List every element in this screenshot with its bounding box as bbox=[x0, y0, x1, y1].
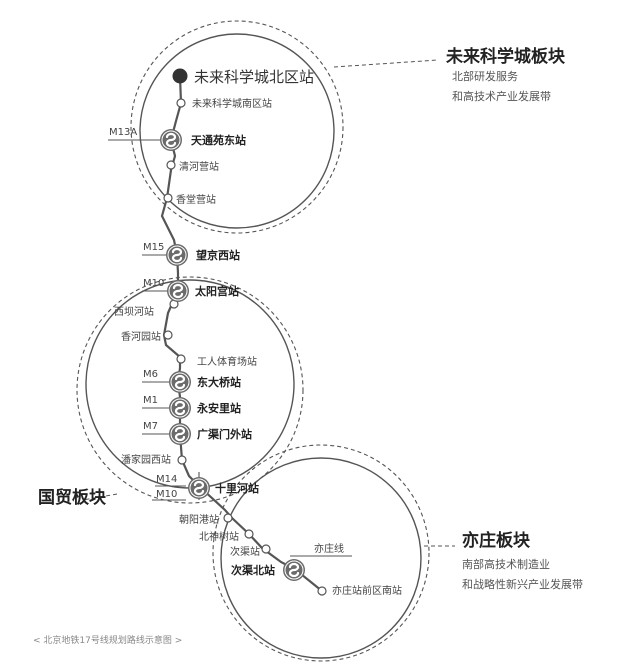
station-label-s13: 广渠门外站 bbox=[197, 427, 252, 441]
route-line bbox=[160, 75, 323, 592]
station-dots bbox=[163, 98, 327, 596]
station-label-s05: 香堂营站 bbox=[176, 193, 216, 206]
zone-guomao-leader bbox=[82, 493, 118, 501]
station-label-s11: 东大桥站 bbox=[197, 375, 241, 389]
transfer-line-label-s06: M15 bbox=[143, 242, 164, 253]
station-dot-s20 bbox=[317, 586, 327, 596]
zone-north-desc-2: 和高技术产业发展带 bbox=[452, 89, 551, 103]
station-label-s15: 十里河站 bbox=[215, 481, 259, 495]
transfer-line-label-s13: M7 bbox=[143, 421, 158, 432]
station-label-s16: 朝阳港站 bbox=[179, 513, 219, 526]
station-label-s14: 潘家园西站 bbox=[121, 453, 171, 466]
station-dot-s16 bbox=[223, 513, 233, 523]
transfer-line-label-s19: 亦庄线 bbox=[314, 542, 344, 555]
station-label-s09: 香河园站 bbox=[121, 330, 161, 343]
zone-north-desc-1: 北部研发服务 bbox=[452, 69, 518, 83]
interchange-icon bbox=[159, 128, 183, 152]
station-label-s19: 次渠北站 bbox=[231, 563, 275, 577]
zone-north-title: 未来科学城板块 bbox=[445, 46, 566, 67]
transfer-line-label-s12: M1 bbox=[143, 395, 158, 406]
interchange-icon bbox=[166, 279, 190, 303]
zone-yizhuang-desc-1: 南部高技术制造业 bbox=[462, 557, 550, 571]
transfer-line-label-s03: M13A bbox=[109, 127, 137, 138]
station-dot-s02 bbox=[176, 98, 186, 108]
station-label-s06: 望京西站 bbox=[196, 248, 240, 262]
station-label-s02: 未来科学城南区站 bbox=[192, 97, 272, 110]
zone-north-leader bbox=[333, 59, 439, 68]
station-label-s08: 西坝河站 bbox=[114, 305, 154, 318]
transfer-line-label-s07: M10 bbox=[143, 278, 164, 289]
station-dot-s05 bbox=[163, 193, 173, 203]
station-label-s17: 北神树站 bbox=[199, 530, 239, 543]
zone-yizhuang-circle bbox=[212, 444, 430, 662]
station-label-s20: 亦庄站前区南站 bbox=[332, 584, 402, 597]
terminal-dot-icon bbox=[172, 68, 188, 84]
station-label-s07: 太阳宫站 bbox=[194, 284, 239, 298]
station-dot-s18 bbox=[261, 544, 271, 554]
station-label-s12: 永安里站 bbox=[196, 401, 241, 415]
zone-yizhuang-title: 亦庄板块 bbox=[462, 530, 531, 551]
transfer-line-ticks bbox=[108, 139, 352, 557]
station-label-s01: 未来科学城北区站 bbox=[194, 68, 314, 86]
station-dot-s10 bbox=[176, 354, 186, 364]
zone-guomao-circle bbox=[76, 276, 304, 504]
interchange-icon bbox=[187, 476, 211, 500]
station-dot-s09 bbox=[163, 330, 173, 340]
interchange-icon bbox=[168, 422, 192, 446]
station-dot-s17 bbox=[244, 529, 254, 539]
diagram-caption: < 北京地铁17号线规划路线示意图 > bbox=[33, 634, 182, 646]
station-label-s10: 工人体育场站 bbox=[197, 355, 257, 368]
transfer-line-label-s15b: M10 bbox=[156, 489, 177, 500]
zone-guomao-title: 国贸板块 bbox=[38, 487, 107, 508]
station-dot-s14 bbox=[177, 455, 187, 465]
interchange-icon bbox=[165, 243, 189, 267]
interchange-icon bbox=[282, 558, 306, 582]
station-label-s18: 次渠站 bbox=[230, 545, 260, 558]
station-label-s04: 清河营站 bbox=[179, 160, 219, 173]
interchange-icon bbox=[168, 370, 192, 394]
station-label-s03: 天通苑东站 bbox=[191, 133, 246, 147]
zone-yizhuang-desc-2: 和战略性新兴产业发展带 bbox=[462, 577, 583, 591]
station-dot-s04 bbox=[166, 160, 176, 170]
transfer-line-label-s15a: M14 bbox=[156, 474, 177, 485]
transfer-line-label-s11: M6 bbox=[143, 369, 158, 380]
interchange-icon bbox=[168, 396, 192, 420]
zone-north-circle bbox=[130, 20, 344, 234]
